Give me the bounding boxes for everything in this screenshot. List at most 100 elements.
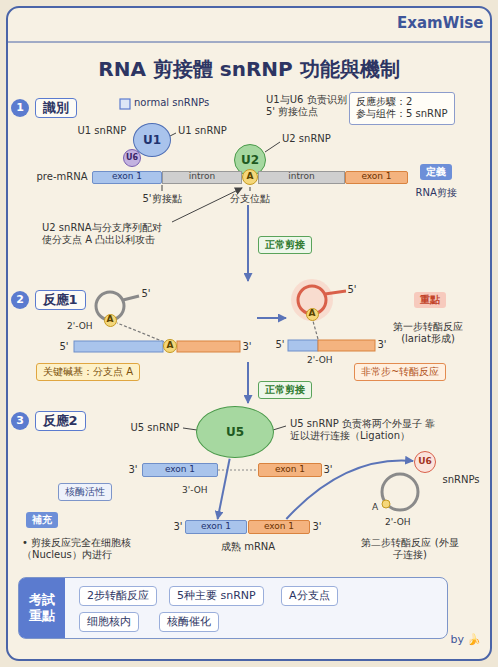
label-text: RNA剪接 [416,187,457,200]
step-box: 識別 [35,98,77,118]
deco-line [247,362,249,403]
label-text: 2'-OH [307,355,333,366]
branch-point: A [306,308,319,321]
label-text: snRNPs [443,474,480,487]
label-text: 3' [378,339,387,352]
step-box: 反應2 [35,411,86,431]
label-text: 3'-OH [182,485,208,496]
deco-rect [177,341,240,352]
label-text: by 🍌 [451,633,482,647]
step-badge: 3 [11,412,29,430]
label-text: U1 snRNP [178,125,227,138]
deco-rect [7,7,491,660]
label-text: • 剪接反应完全在细胞核 （Nucleus）内进行 [22,537,137,562]
node-text: 正常剪接 [265,384,305,397]
info-box: 反應步驟：2参与组件：5 snRNP [349,92,455,125]
node-text: 参与组件：5 snRNP [356,108,448,121]
branch-point: A [242,169,258,185]
exam-box: 考試 重點2步转酯反应5种主要 snRNPA分支点细胞核内核酶催化 [18,577,448,639]
node-text: U6 [418,456,432,467]
tag: 正常剪接 [258,236,312,255]
label-text: 5' [276,339,285,352]
deco-circle [291,279,333,321]
tag: 定義 [420,164,452,181]
tag: 非常步~转酯反应 [354,363,446,382]
legend-text: normal snRNPs [134,97,209,110]
node-text: 2步转酯反应 [87,589,149,603]
node-text: 重點 [420,294,440,307]
label-text: U1与U6 负责识别 5' 剪接位点 [266,94,350,119]
node-text: U2 [241,153,259,168]
label-text: U5 snRNP 负责将两个外显子 靠近以进行连接（Ligation） [290,418,440,443]
label-text: U1 snRNP [78,125,127,138]
deco-circle [382,500,390,508]
node-text: U5 [226,425,244,440]
node-text: 关键碱基：分支点 A [43,366,133,379]
label-text: U2 snRNP [282,133,331,146]
label-text: pre-mRNA [37,171,88,184]
deco-line [313,321,318,339]
node-text: 3 [16,414,24,428]
node-text: A [247,171,254,182]
deco-circle [382,474,418,510]
label-text: ExamWise [397,14,483,33]
exam-chip: 核酶催化 [159,612,219,632]
node-text: 非常步~转酯反应 [361,366,439,379]
exam-chip: 细胞核内 [79,612,139,632]
exam-chip: 2步转酯反应 [79,586,157,606]
node-text: exon 1 [112,171,142,182]
label-text: 5' [348,284,357,297]
exon-band: exon 1 [92,171,162,184]
deco-rect [318,340,375,351]
deco-line [123,296,139,300]
diagram-title: RNA 剪接體 snRNP 功能與機制 [0,56,498,83]
tag: 关键碱基：分支点 A [36,363,140,382]
node-text: 核酶活性 [65,486,105,499]
label-text: A [372,502,378,513]
node-text: A [309,308,316,319]
label-text: 2'-OH [385,517,411,528]
deco-line [273,426,286,430]
node-text: 1 [16,101,24,115]
connector-arrow [218,459,230,519]
exam-chip: A分支点 [281,586,338,606]
tag: 正常剪接 [258,381,312,400]
label-text: 第二步转酯反应 (外显子连接) [360,537,460,562]
exam-chip: 5种主要 snRNP [169,586,264,606]
deco-rect [120,99,130,109]
tag: 核酶活性 [58,483,112,502]
exon-band: exon 1 [345,171,408,184]
node-text: 定義 [426,166,446,179]
deco-line [8,42,490,43]
tag: 補充 [26,512,58,529]
node-text: A分支点 [289,589,330,603]
node-text: exon 1 [275,464,305,475]
tag: 重點 [414,292,446,309]
node-text: 反應1 [43,292,78,308]
node-text: 補充 [32,514,52,527]
node-text: U1 [143,133,161,148]
exon-band: exon 1 [248,520,310,534]
label-text: 5' [60,341,69,354]
node-text: 反應步驟：2 [356,96,412,109]
deco-path [117,323,164,342]
deco-line [183,428,197,430]
node-text: 反應2 [43,413,78,429]
snrnp-blob: U5 [196,406,274,458]
label-text: 成熟 mRNA [221,541,275,554]
intron-band: intron [258,171,345,184]
snrnp-blob: U6 [414,451,436,473]
snrnp-blob: U6 [123,149,141,167]
branch-point: A [104,314,117,327]
deco-line [265,142,280,152]
step-badge: 1 [11,99,29,117]
node-text: 5种主要 snRNP [177,589,256,603]
deco-rect [288,340,318,351]
deco-line [325,291,346,294]
exon-band: exon 1 [258,463,322,477]
label-text: 3' [243,341,252,354]
label-text: 5'剪接點 [143,193,182,206]
node-text: 正常剪接 [265,239,305,252]
node-text: exon 1 [201,521,231,532]
